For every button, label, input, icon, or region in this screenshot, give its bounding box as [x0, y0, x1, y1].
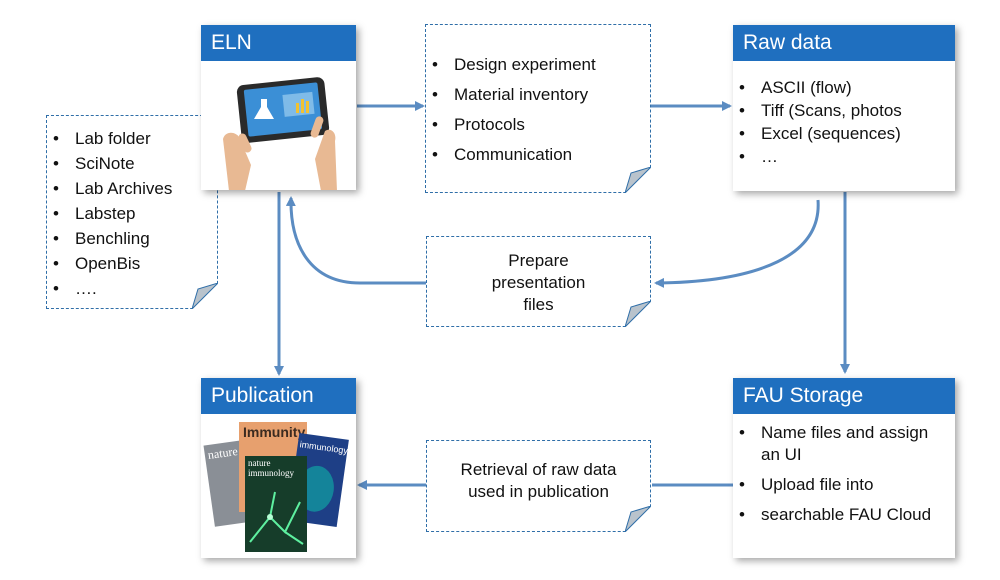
eln-title: ELN [201, 25, 356, 61]
list-item: Tiff (Scans, photos [733, 99, 955, 122]
tablet-illustration-icon [223, 77, 337, 191]
eln-card: ELN [201, 25, 356, 191]
list-item: …. [47, 276, 217, 301]
list-item: OpenBis [47, 251, 217, 276]
note-line: used in publication [468, 482, 609, 501]
raw-data-title: Raw data [733, 25, 955, 61]
list-item: Material inventory [426, 80, 650, 110]
arrow-presentation-to-eln [285, 196, 426, 285]
fau-storage-title: FAU Storage [733, 378, 955, 414]
fau-storage-card: FAU Storage Name files and assign an UI … [733, 378, 955, 558]
publication-card: Publication nature Immunity immunology n… [201, 378, 356, 558]
list-item: Design experiment [426, 50, 650, 80]
list-item: searchable FAU Cloud [733, 504, 941, 526]
eln-functions-note: Design experiment Material inventory Pro… [425, 24, 651, 193]
note-line: files [523, 295, 554, 314]
journal-covers-illustration: nature Immunity immunology nature immuno… [201, 414, 356, 558]
presentation-files-note: Prepare presentation files [426, 236, 651, 327]
note-line: presentation [491, 273, 586, 292]
list-item: Labstep [47, 201, 217, 226]
page-fold-icon [192, 283, 218, 309]
list-item: Benchling [47, 226, 217, 251]
list-item: SciNote [47, 151, 217, 176]
retrieval-note: Retrieval of raw data used in publicatio… [426, 440, 651, 532]
list-item: Lab folder [47, 126, 217, 151]
eln-tools-note: Lab folder SciNote Lab Archives Labstep … [46, 115, 218, 309]
page-fold-icon [625, 506, 651, 532]
list-item: … [733, 145, 955, 168]
list-item: Lab Archives [47, 176, 217, 201]
page-fold-icon [625, 301, 651, 327]
raw-data-card: Raw data ASCII (flow) Tiff (Scans, photo… [733, 25, 955, 191]
list-item: Protocols [426, 110, 650, 140]
arrow-rawdata-to-presentation [654, 199, 820, 288]
page-fold-icon [625, 167, 651, 193]
journal-cover: nature immunology [245, 456, 307, 552]
list-item: Upload file into [733, 474, 941, 496]
list-item: Excel (sequences) [733, 122, 955, 145]
publication-title: Publication [201, 378, 356, 414]
list-item: Communication [426, 140, 650, 170]
note-line: Retrieval of raw data [460, 460, 617, 479]
list-item: ASCII (flow) [733, 76, 955, 99]
note-line: Prepare [508, 251, 569, 270]
list-item: Name files and assign an UI [733, 422, 941, 466]
